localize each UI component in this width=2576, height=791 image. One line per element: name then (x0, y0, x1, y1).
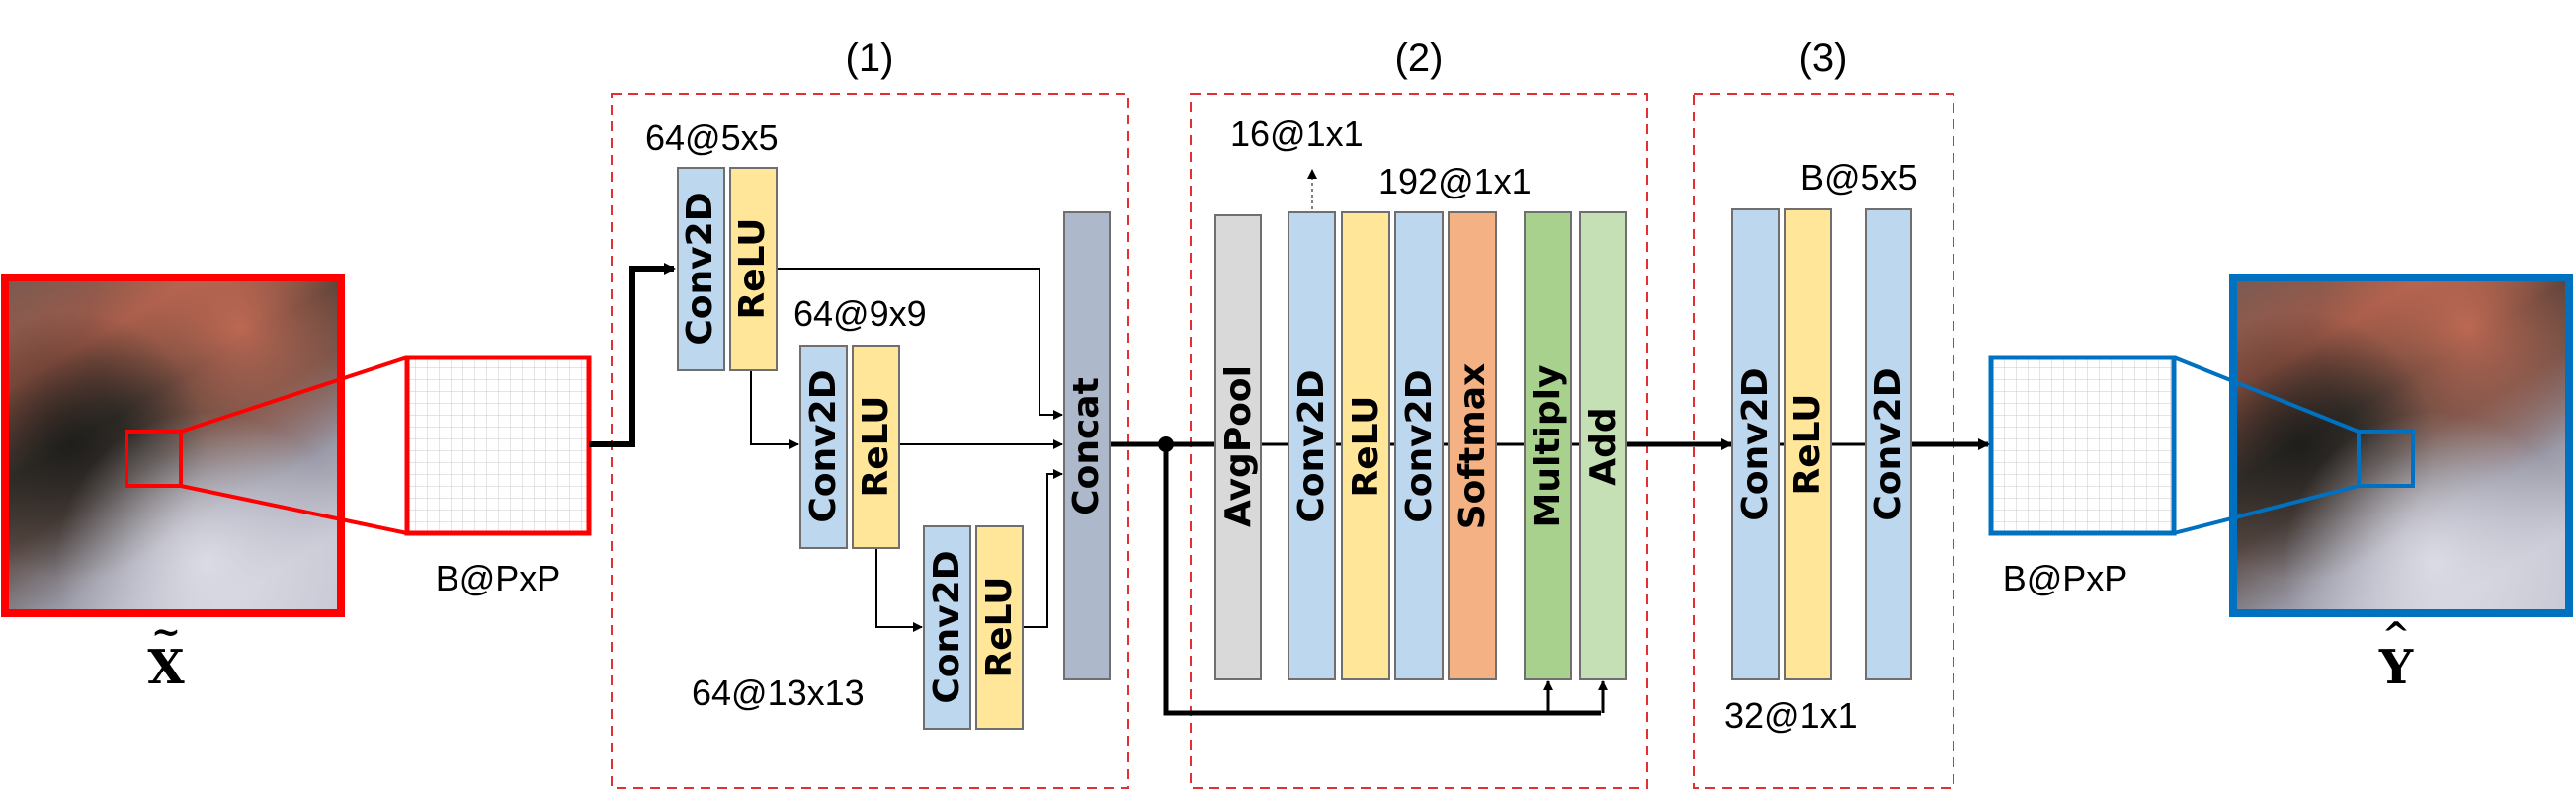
svg-text:ReLU: ReLU (1787, 393, 1828, 495)
softmax-block: Softmax (1448, 211, 1497, 680)
output-symbol: Y ^ (2378, 615, 2414, 695)
svg-text:Conv2D: Conv2D (1735, 367, 1776, 520)
output-size-label: B@PxP (2003, 558, 2128, 598)
branch1-relu-block: ReLU (729, 167, 778, 371)
reconstruction-relu-block: ReLU (1784, 208, 1832, 680)
attention-16-label: 16@1x1 (1230, 114, 1364, 154)
svg-text:Y: Y (2378, 640, 2414, 695)
svg-text:Multiply: Multiply (1528, 365, 1568, 528)
branch2-relu-block: ReLU (852, 345, 900, 549)
section-2-label: (2) (1395, 37, 1444, 80)
input-symbol: X ~ (147, 611, 185, 695)
output-zoom-line-bottom (2173, 484, 2360, 535)
svg-text:Add: Add (1583, 407, 1623, 485)
attention-conv-b-block: Conv2D (1394, 211, 1444, 680)
skip-connection-line (1163, 444, 1601, 716)
branch3-kernel-label: 64@13x13 (692, 672, 865, 713)
svg-text:AvgPool: AvgPool (1218, 365, 1259, 527)
input-to-branch1-arrow (589, 263, 676, 447)
reconstruction-conv-b-block: Conv2D (1865, 208, 1912, 680)
section-2-box (1190, 93, 1648, 789)
input-image (1, 274, 345, 617)
branch3-relu-block: ReLU (975, 525, 1024, 730)
output-patch-grid (1988, 355, 2177, 536)
svg-text:ReLU: ReLU (732, 217, 773, 319)
branch2-conv-block: Conv2D (799, 345, 848, 549)
input-patch-grid (404, 355, 592, 536)
svg-text:Conv2D: Conv2D (680, 192, 720, 345)
svg-text:Conv2D: Conv2D (1869, 367, 1909, 520)
section-1-label: (1) (846, 37, 894, 80)
svg-text:Concat: Concat (1066, 377, 1107, 515)
branch1-to-concat-arrow (777, 268, 1063, 420)
branch2-kernel-label: 64@9x9 (793, 293, 927, 334)
section-3-box (1693, 93, 1954, 789)
output-image (2229, 274, 2573, 617)
input-zoom-line-top (180, 356, 408, 434)
svg-text:X: X (147, 640, 185, 695)
branch3-to-concat-arrow (1023, 469, 1063, 628)
svg-text:ReLU: ReLU (979, 576, 1020, 677)
branch1-to-branch2-arrow (750, 370, 799, 449)
branch2-to-branch3-arrow (875, 548, 923, 632)
concat-block: Concat (1063, 211, 1111, 680)
svg-text:Conv2D: Conv2D (1399, 369, 1440, 522)
attention-relu-block: ReLU (1341, 211, 1390, 680)
input-size-label: B@PxP (436, 558, 561, 598)
reconstruction-conv-a-block: Conv2D (1731, 208, 1780, 680)
svg-text:Conv2D: Conv2D (927, 550, 967, 703)
svg-text:Conv2D: Conv2D (1291, 369, 1332, 522)
add-block: Add (1579, 211, 1627, 680)
svg-text:Softmax: Softmax (1453, 363, 1493, 530)
svg-text:^: ^ (2382, 615, 2411, 655)
svg-text:ReLU: ReLU (856, 395, 896, 497)
output-zoom-line-top (2173, 356, 2360, 434)
output-patch-highlight (2357, 430, 2415, 488)
svg-text:~: ~ (151, 611, 181, 653)
input-patch-highlight (125, 430, 183, 488)
svg-text:ReLU: ReLU (1346, 395, 1386, 497)
multiply-block: Multiply (1524, 211, 1572, 680)
attention-conv-a-block: Conv2D (1288, 211, 1336, 680)
input-zoom-line-bottom (180, 484, 408, 535)
reconstruction-32-label: 32@1x1 (1724, 695, 1858, 736)
branch1-kernel-label: 64@5x5 (645, 118, 779, 158)
section-1-box (611, 93, 1129, 789)
avgpool-block: AvgPool (1214, 214, 1262, 680)
attention-192-label: 192@1x1 (1378, 161, 1532, 201)
section-3-label: (3) (1799, 37, 1848, 80)
branch1-conv-block: Conv2D (677, 167, 725, 371)
reconstruction-b55-label: B@5x5 (1800, 157, 1918, 198)
svg-text:Conv2D: Conv2D (803, 369, 844, 522)
branch3-conv-block: Conv2D (923, 525, 971, 730)
